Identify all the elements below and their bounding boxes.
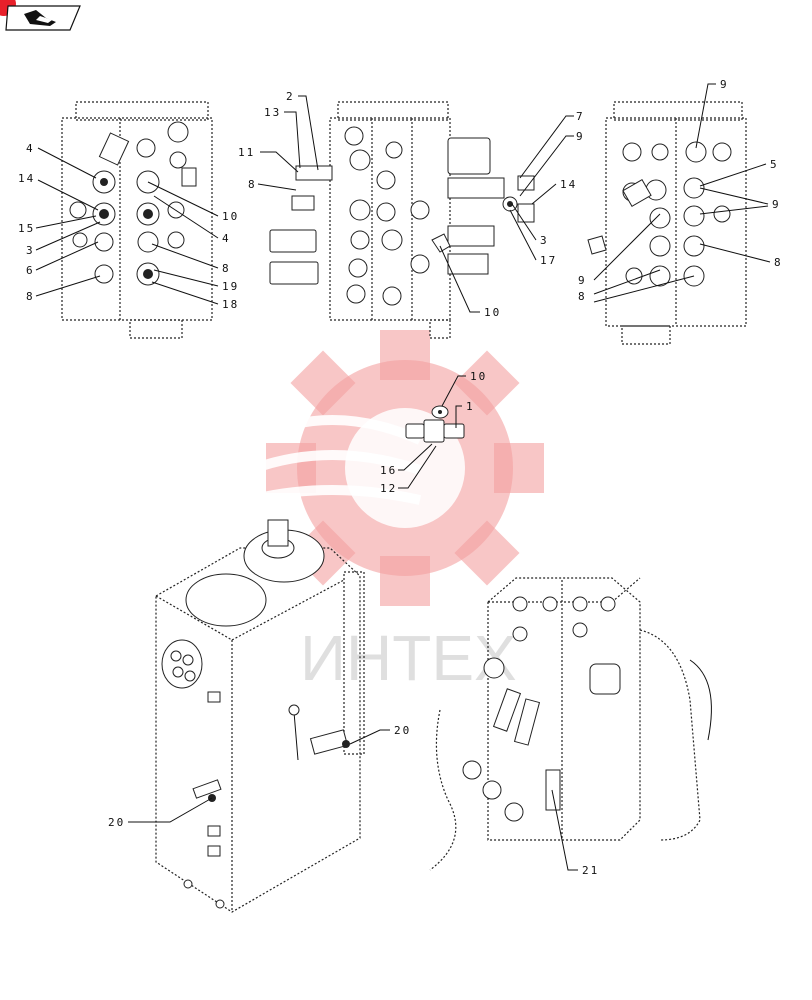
callout: 3 [26, 244, 35, 257]
callout: 3 [540, 234, 549, 247]
callout: 9 [578, 274, 587, 287]
callout: 1 [466, 400, 475, 413]
callout: 12 [380, 482, 397, 495]
leader-lines [35, 83, 771, 871]
callout: 20 [394, 724, 411, 737]
header-badge[interactable] [0, 0, 90, 40]
callouts-top-center: 2 13 11 8 10 7 9 14 3 17 [238, 90, 585, 319]
callout: 7 [576, 110, 585, 123]
callouts-bottom: 20 20 21 [108, 724, 599, 877]
valve-block-left [61, 101, 213, 339]
callout: 4 [26, 142, 35, 155]
callout: 9 [720, 78, 729, 91]
callout: 10 [470, 370, 487, 383]
gear-logo-icon [266, 330, 544, 606]
valve-block-center [269, 101, 535, 339]
callout: 21 [582, 864, 599, 877]
callout: 4 [222, 232, 231, 245]
callouts-middle: 10 1 16 12 [380, 370, 487, 495]
callout: 19 [222, 280, 239, 293]
watermark-text: ИНТЕХ [300, 622, 517, 694]
nav-arrow-icon [24, 10, 56, 26]
callouts-top-right: 9 5 9 9 8 8 [578, 78, 783, 303]
callout: 14 [18, 172, 35, 185]
callout: 16 [380, 464, 397, 477]
callout: 9 [576, 130, 585, 143]
callout: 2 [286, 90, 295, 103]
callouts-top-left: 4 14 15 3 6 8 10 4 8 19 18 [18, 142, 239, 311]
callout: 20 [108, 816, 125, 829]
callout: 5 [770, 158, 779, 171]
callout: 14 [560, 178, 577, 191]
control-valve-assembly [429, 577, 712, 871]
valve-block-right [587, 101, 747, 345]
callout: 17 [540, 254, 557, 267]
callout: 13 [264, 106, 281, 119]
callout: 15 [18, 222, 35, 235]
callout: 9 [772, 198, 781, 211]
callout: 6 [26, 264, 35, 277]
callout: 11 [238, 146, 255, 159]
callout: 18 [222, 298, 239, 311]
callout: 10 [222, 210, 239, 223]
callout: 8 [222, 262, 231, 275]
callout: 8 [578, 290, 587, 303]
callout: 8 [26, 290, 35, 303]
hydraulic-tank [155, 519, 365, 913]
callout: 10 [484, 306, 501, 319]
callout: 8 [248, 178, 257, 191]
fitting-assembly [405, 405, 465, 443]
callout: 8 [774, 256, 783, 269]
